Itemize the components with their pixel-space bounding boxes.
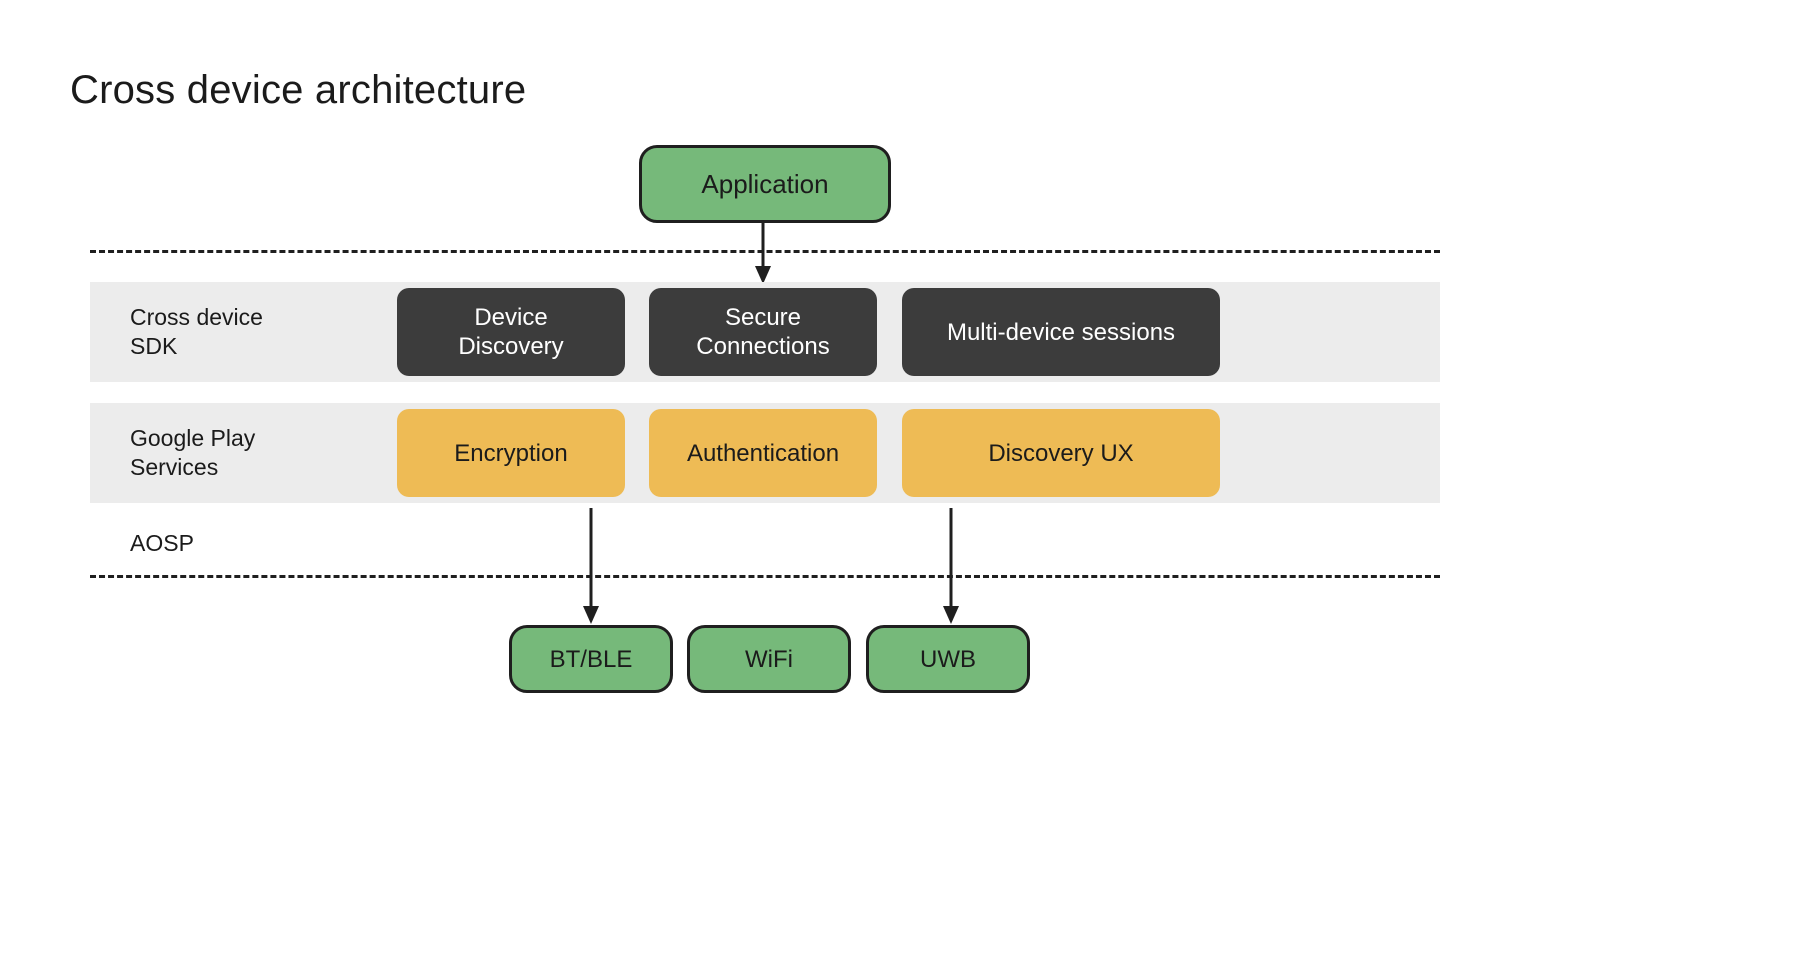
page-title: Cross device architecture bbox=[70, 68, 527, 112]
layer-label-cross-device-sdk: Cross device SDK bbox=[130, 304, 263, 359]
connector-application-to-secure-connections bbox=[755, 222, 771, 284]
layer-label-aosp: AOSP bbox=[130, 530, 194, 556]
node-multi-device-sessions[interactable]: Multi-device sessions bbox=[902, 288, 1220, 376]
node-encryption[interactable]: Encryption bbox=[397, 409, 625, 497]
node-application[interactable]: Application bbox=[639, 145, 891, 223]
node-discovery-ux[interactable]: Discovery UX bbox=[902, 409, 1220, 497]
node-btble[interactable]: BT/BLE bbox=[509, 625, 673, 693]
boundary-line-bottom bbox=[90, 575, 1440, 578]
node-uwb[interactable]: UWB bbox=[866, 625, 1030, 693]
node-authentication[interactable]: Authentication bbox=[649, 409, 877, 497]
node-wifi[interactable]: WiFi bbox=[687, 625, 851, 693]
node-secure-connections[interactable]: Secure Connections bbox=[649, 288, 877, 376]
connector-encryption-to-btble bbox=[583, 508, 599, 624]
connector-discovery-ux-to-uwb bbox=[943, 508, 959, 624]
node-device-discovery[interactable]: Device Discovery bbox=[397, 288, 625, 376]
layer-label-google-play-services: Google Play Services bbox=[130, 425, 256, 480]
boundary-line-top bbox=[90, 250, 1440, 253]
